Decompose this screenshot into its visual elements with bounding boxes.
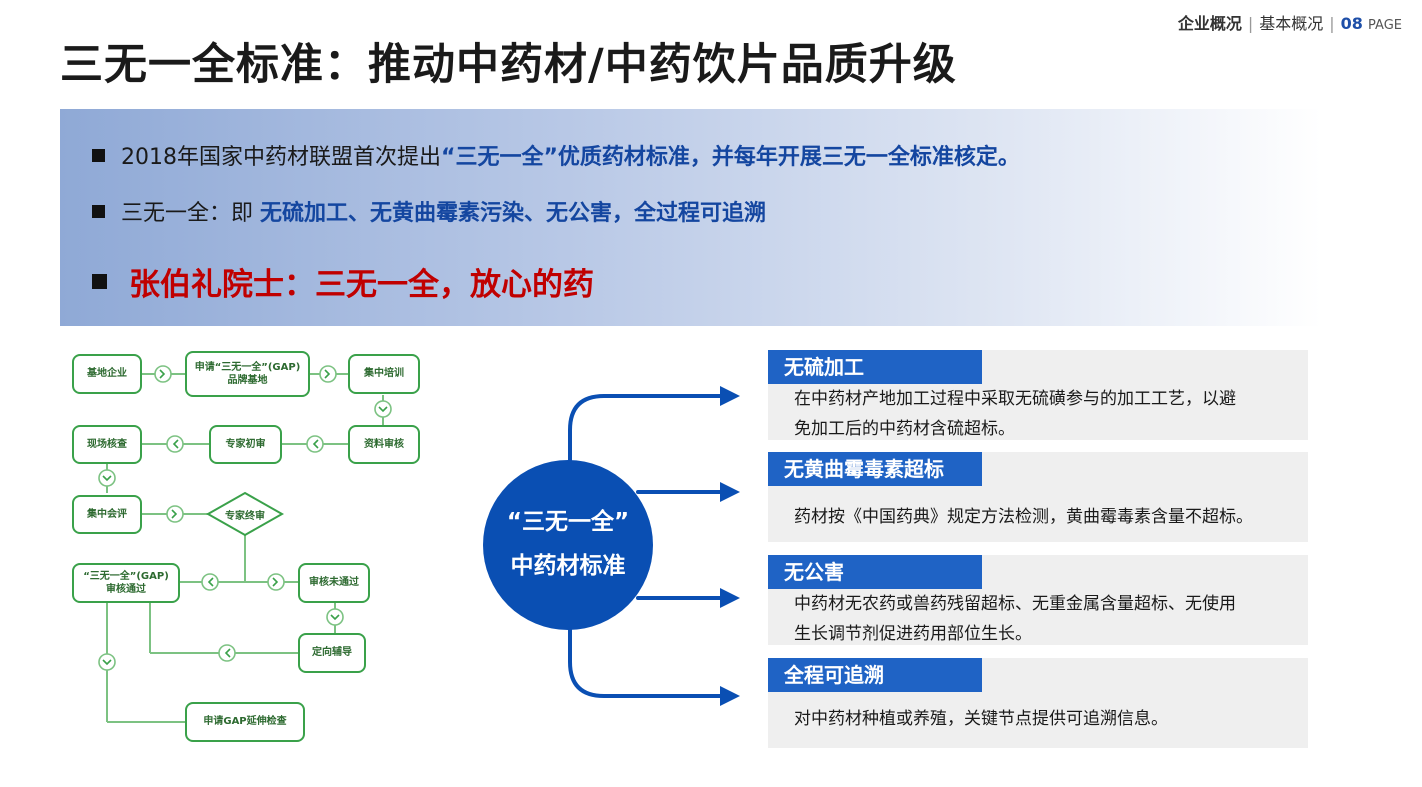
arrow-head-icon xyxy=(720,386,740,406)
decision-diamond xyxy=(205,491,285,537)
bullet-square-icon xyxy=(92,274,107,289)
node-not-approved: 审核未通过 xyxy=(298,563,370,603)
bullet-2-prefix: 三无一全：即 xyxy=(121,201,254,226)
standard-circle: “三无一全” 中药材标准 xyxy=(483,460,653,630)
subsection-label: 基本概况 xyxy=(1259,14,1324,33)
arrow-head-icon xyxy=(720,482,740,502)
arrow-head-icon xyxy=(720,588,740,608)
bullet-square-icon xyxy=(92,204,105,218)
card-title: 全程可追溯 xyxy=(768,658,982,692)
approval-flowchart: 基地企业 申请“三无一全”(GAP)品牌基地 集中培训 资料审核 专家初审 现场… xyxy=(60,345,440,755)
card-pollution-free: 无公害 中药材无农药或兽药残留超标、无重金属含量超标、无使用生长调节剂促进药用部… xyxy=(768,555,1308,645)
node-training: 集中培训 xyxy=(348,354,420,394)
node-targeted-guidance: 定向辅导 xyxy=(298,633,366,673)
node-approved: “三无一全”(GAP)审核通过 xyxy=(72,563,180,603)
card-aflatoxin: 无黄曲霉毒素超标 药材按《中国药典》规定方法检测，黄曲霉毒素含量不超标。 xyxy=(768,452,1308,542)
card-title: 无公害 xyxy=(768,555,982,589)
bullet-3-quote: 张伯礼院士：三无一全，放心的药 xyxy=(129,267,594,303)
bullet-square-icon xyxy=(92,148,105,162)
circle-line-1: “三无一全” xyxy=(506,509,630,536)
node-group-evaluation: 集中会评 xyxy=(72,495,142,534)
bullet-line-3: 张伯礼院士：三无一全，放心的药 xyxy=(92,259,594,304)
node-expert-final: 专家终审 xyxy=(225,511,265,522)
bullet-line-1: 2018年国家中药材联盟首次提出 “三无一全”优质药材标准，并每年开展三无一全标… xyxy=(92,139,1020,171)
circle-line-2: 中药材标准 xyxy=(510,553,626,579)
card-sulfur-free: 无硫加工 在中药材产地加工过程中采取无硫磺参与的加工工艺，以避免加工后的中药材含… xyxy=(768,350,1308,440)
section-label: 企业概况 xyxy=(1177,14,1242,33)
bullet-1-highlight: “三无一全”优质药材标准，并每年开展三无一全标准核定。 xyxy=(441,145,1020,170)
bullet-1-prefix: 2018年国家中药材联盟首次提出 xyxy=(121,145,441,170)
branch-arrows xyxy=(568,386,740,706)
page-title: 三无一全标准：推动中药材/中药饮片品质升级 xyxy=(60,40,957,90)
card-title: 无硫加工 xyxy=(768,350,982,384)
bullet-2-highlight: 无硫加工、无黄曲霉素污染、无公害，全过程可追溯 xyxy=(260,201,767,226)
card-traceable: 全程可追溯 对中药材种植或养殖，关键节点提供可追溯信息。 xyxy=(768,658,1308,748)
intro-banner: 2018年国家中药材联盟首次提出 “三无一全”优质药材标准，并每年开展三无一全标… xyxy=(60,109,1322,326)
bullet-line-2: 三无一全：即 无硫加工、无黄曲霉素污染、无公害，全过程可追溯 xyxy=(92,195,766,227)
page-label: PAGE xyxy=(1368,18,1402,33)
node-apply-brand-base: 申请“三无一全”(GAP)品牌基地 xyxy=(185,351,310,397)
card-body: 在中药材产地加工过程中采取无硫磺参与的加工工艺，以避免加工后的中药材含硫超标。 xyxy=(794,389,1236,439)
node-gap-extension: 申请GAP延伸检查 xyxy=(185,702,305,742)
arrow-head-icon xyxy=(720,686,740,706)
card-body: 药材按《中国药典》规定方法检测，黄曲霉毒素含量不超标。 xyxy=(794,507,1253,527)
node-document-review: 资料审核 xyxy=(348,425,420,464)
page-number: 08 xyxy=(1340,14,1363,33)
card-body: 中药材无农药或兽药残留超标、无重金属含量超标、无使用生长调节剂促进药用部位生长。 xyxy=(794,594,1236,644)
node-base-enterprise: 基地企业 xyxy=(72,354,142,394)
flowchart-connectors xyxy=(98,365,392,723)
page-tag: 企业概况|基本概况|08 PAGE xyxy=(1177,14,1402,33)
node-site-inspection: 现场核查 xyxy=(72,425,142,464)
node-expert-preliminary: 专家初审 xyxy=(209,425,282,464)
card-body: 对中药材种植或养殖，关键节点提供可追溯信息。 xyxy=(794,709,1168,729)
card-title: 无黄曲霉毒素超标 xyxy=(768,452,982,486)
